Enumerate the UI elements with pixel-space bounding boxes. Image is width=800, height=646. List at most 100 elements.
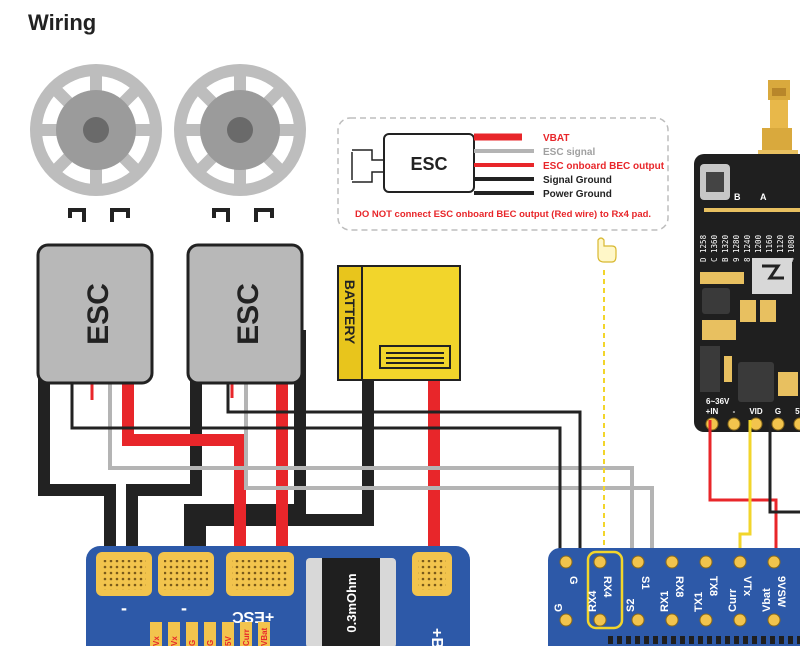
pdb-pad: [158, 552, 214, 596]
fc-bottom-chip: [635, 636, 640, 644]
fc-pin-pad: [705, 417, 719, 431]
fc-pin-label: -: [733, 407, 736, 416]
fc-a-label: A: [760, 192, 767, 202]
fc-bottom-chip: [608, 636, 613, 644]
pdb-bottom-pad: [204, 622, 216, 646]
fc-bottom-label-top: TX8: [707, 576, 719, 596]
pdb-bottom-pad: [150, 622, 162, 646]
pdb-minus-1: -: [121, 598, 127, 618]
battery: BATTERY: [337, 265, 461, 381]
fc-table-row: D 1258: [699, 234, 708, 262]
page-title: Wiring: [28, 10, 96, 35]
motors: [30, 64, 306, 196]
callout-wire-label: ESC onboard BEC output: [543, 161, 665, 172]
pad-vias: [164, 560, 208, 590]
pdb-bottom-pad: [168, 622, 180, 646]
pad-vias: [102, 560, 146, 590]
pdb-bottom-label: Vx: [152, 636, 161, 646]
pdb-pad: [96, 552, 152, 596]
fc-bottom-chip: [707, 636, 712, 644]
motor-shaft: [83, 117, 109, 143]
fc-bottom-pad-top: [767, 555, 781, 569]
fc-bottom-chip: [797, 636, 800, 644]
fc-table-row: 5 1120: [776, 234, 785, 262]
fc-bottom-chip: [725, 636, 730, 644]
fc-bottom-chip: [662, 636, 667, 644]
fc-pin-label: +IN: [706, 407, 719, 416]
fc-bottom-chip: [761, 636, 766, 644]
callout-wire-label: Power Ground: [543, 189, 612, 200]
fc-bottom-chip: [680, 636, 685, 644]
fc-bottom-chip: [788, 636, 793, 644]
fc-bottom-label-top: RX8: [673, 576, 685, 597]
fc-bottom-chip: [743, 636, 748, 644]
fc-bottom-chip: [626, 636, 631, 644]
esc-left-label: ESC: [82, 283, 115, 345]
fc-bottom-chip: [752, 636, 757, 644]
rx4-highlight: [586, 550, 624, 630]
motor-1: [30, 64, 162, 196]
pdb-bottom-pad: [222, 622, 234, 646]
pdb-bat-label: +BAT: [428, 628, 445, 646]
fc-bottom-pad-top: [733, 555, 747, 569]
fc-table-row: 4 1080: [787, 234, 796, 262]
pdb-pad: [226, 552, 294, 596]
pdb-bottom-label: G: [206, 640, 215, 646]
fc-bottom-pad-top: [631, 555, 645, 569]
pad-vias: [418, 560, 446, 590]
fc-bottom-label-bottom: RX1: [659, 591, 671, 612]
pdb-bottom-label: VBat: [260, 627, 269, 646]
pdb-bottom-label: Curr: [242, 629, 251, 646]
pdb-bottom-label: Vx: [170, 636, 179, 646]
fc-bottom-label-bottom: S2: [625, 599, 637, 612]
fc-bottom-pad-bottom: [631, 613, 645, 627]
esc-right-label: ESC: [232, 283, 265, 345]
fc-bottom-chip: [644, 636, 649, 644]
fc-bottom-chip: [671, 636, 676, 644]
fc-bottom-pad-bottom: [665, 613, 679, 627]
fc-table-row: 7 1200: [754, 234, 763, 262]
fc-bottom-pad-top: [665, 555, 679, 569]
fc-bottom-chip: [734, 636, 739, 644]
fc-bottom-pad-bottom: [733, 613, 747, 627]
fc-bottom-pad-bottom: [699, 613, 713, 627]
pdb-bottom-pad: [258, 622, 270, 646]
fc-bottom-chip: [716, 636, 721, 644]
fc-bottom-label-top: VTx: [741, 576, 753, 597]
fc-bottom-label-bottom: G: [553, 603, 565, 612]
esc-right: ESC: [186, 208, 304, 385]
callout-esc-label: ESC: [410, 154, 447, 174]
esc-left: ESC: [36, 208, 154, 385]
pointing-hand-icon: [597, 237, 617, 263]
fc-bottom-label-top: 9VSW: [775, 576, 787, 608]
fc-table-row: 8 1240: [743, 234, 752, 262]
pdb-bottom-pad: [186, 622, 198, 646]
battery-label: BATTERY: [342, 280, 358, 345]
fc-bottom-pad-top: [559, 555, 573, 569]
fc-bottom-pad-top: [593, 555, 607, 569]
callout-wire-label: VBAT: [543, 133, 569, 144]
fc-bottom-pad-top: [699, 555, 713, 569]
fc-bottom-pads: [559, 555, 781, 627]
fc-table-row: B 1320: [721, 234, 730, 262]
fc-bottom-pad-bottom: [559, 613, 573, 627]
fc-pin-label: VID: [749, 407, 763, 416]
pdb-esc-plus-label: +ESC: [232, 608, 275, 625]
fc-pin-pad: [749, 417, 763, 431]
fc-table-row: C 1360: [710, 234, 719, 262]
motor-shaft: [227, 117, 253, 143]
pdb-minus-2: -: [181, 598, 187, 618]
fc-bottom-chip: [617, 636, 622, 644]
pdb-bottom-label: 5V: [224, 636, 233, 646]
callout-wire-label: Signal Ground: [543, 175, 612, 186]
fc-pin-label: 5V: [795, 407, 800, 416]
fc-b-label: B: [734, 192, 741, 202]
fc-bottom-pad-bottom: [767, 613, 781, 627]
